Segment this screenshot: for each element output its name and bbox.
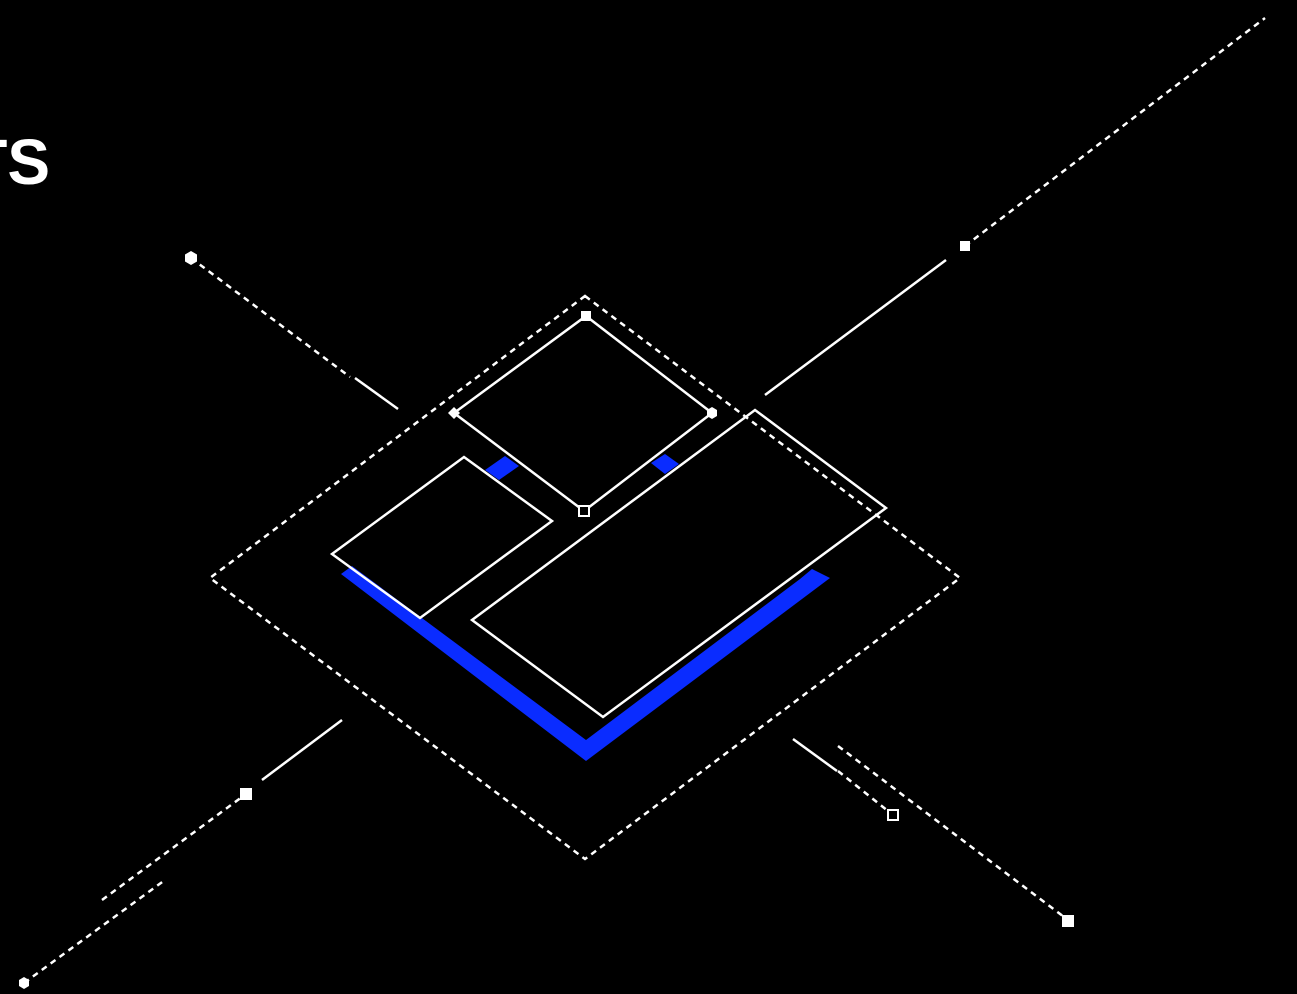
hollow-square-node-icon — [888, 810, 898, 820]
connector-bottom-right — [793, 739, 1068, 920]
connector-bottom-left — [24, 720, 342, 983]
hexagon-node-icon — [19, 977, 29, 989]
square-node-icon — [240, 788, 252, 800]
square-node-icon — [1062, 915, 1074, 927]
hollow-square-node-icon — [579, 506, 589, 516]
square-node-icon — [960, 241, 970, 251]
connector-top-left — [191, 258, 398, 409]
hexagon-node-icon — [185, 251, 197, 265]
top-tile — [454, 316, 712, 511]
blue-accent-base — [341, 566, 830, 761]
outer-dashed-boundary — [210, 296, 960, 859]
left-tile — [332, 457, 552, 618]
square-node-icon — [581, 311, 591, 321]
connector-top-right — [765, 18, 1265, 395]
